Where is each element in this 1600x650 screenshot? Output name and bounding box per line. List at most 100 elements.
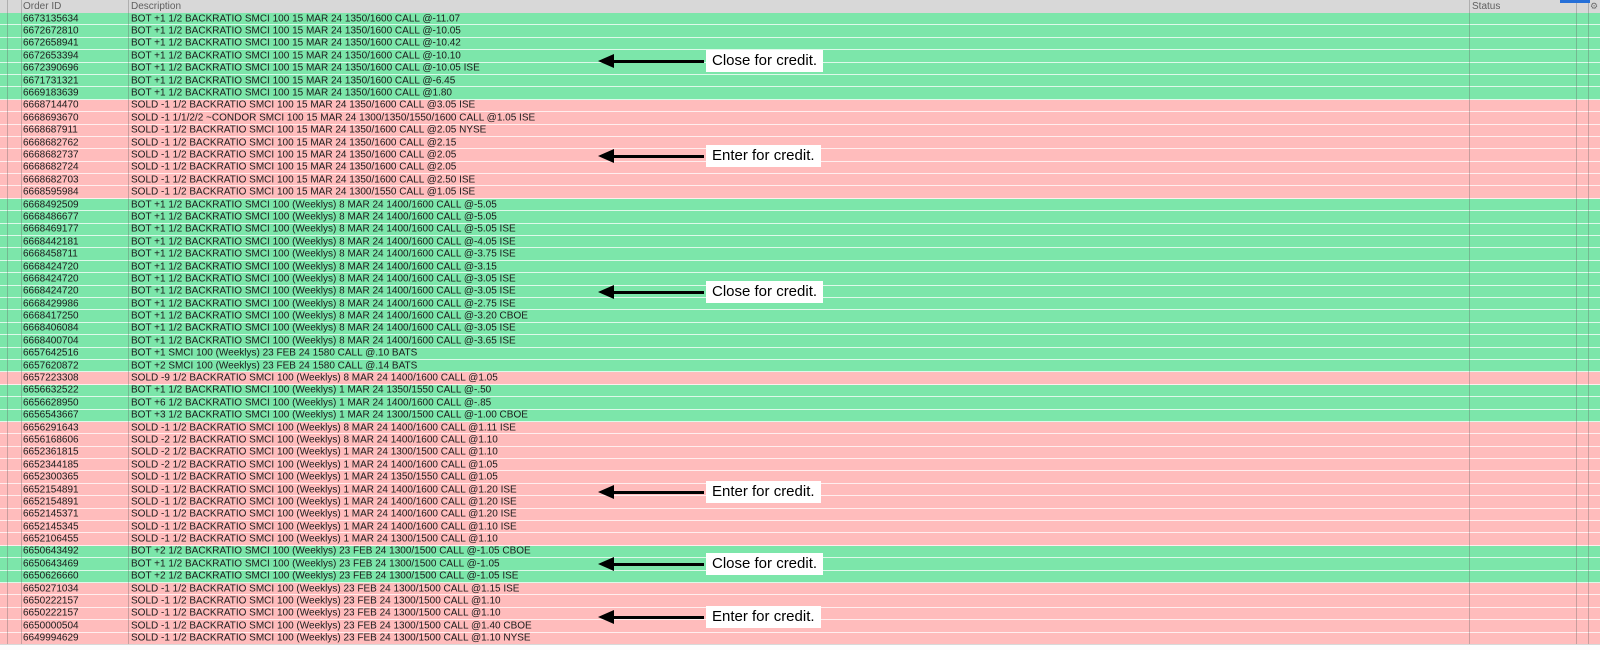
table-row[interactable]: 6668682724 SOLD -1 1/2 BACKRATIO SMCI 100… <box>0 161 1600 175</box>
cell-order-id: 6668682724 <box>23 161 79 173</box>
column-header-status[interactable]: Status <box>1472 1 1501 12</box>
table-row[interactable]: 6668693670 SOLD -1 1/1/2/2 ~CONDOR SMCI 1… <box>0 112 1600 125</box>
cell-description: SOLD -1 1/2 BACKRATIO SMCI 100 15 MAR 24… <box>131 99 476 111</box>
table-row[interactable]: 6650271034 SOLD -1 1/2 BACKRATIO SMCI 100… <box>0 582 1600 596</box>
annotation-label: Close for credit. <box>706 553 824 575</box>
cell-order-id: 6657223308 <box>23 372 79 384</box>
arrow-line <box>612 615 704 619</box>
annotation-label: Close for credit. <box>706 281 824 303</box>
column-separator <box>128 0 129 645</box>
cell-description: SOLD -1 1/2 BACKRATIO SMCI 100 (Weeklys)… <box>131 533 498 545</box>
table-row[interactable]: 6672658941 BOT +1 1/2 BACKRATIO SMCI 100 … <box>0 37 1600 51</box>
table-row[interactable]: 6668714470 SOLD -1 1/2 BACKRATIO SMCI 100… <box>0 99 1600 113</box>
cell-description: SOLD -1 1/2 BACKRATIO SMCI 100 (Weeklys)… <box>131 583 520 595</box>
cell-order-id: 6657620872 <box>23 360 79 372</box>
arrow-left-icon <box>598 557 614 571</box>
cell-description: SOLD -1 1/2 BACKRATIO SMCI 100 15 MAR 24… <box>131 137 457 149</box>
cell-order-id: 6668714470 <box>23 99 79 111</box>
cell-description: SOLD -1 1/2 BACKRATIO SMCI 100 15 MAR 24… <box>131 186 476 198</box>
cell-description: SOLD -1 1/2 BACKRATIO SMCI 100 15 MAR 24… <box>131 161 457 173</box>
cell-description: SOLD -2 1/2 BACKRATIO SMCI 100 (Weeklys)… <box>131 446 498 458</box>
cell-order-id: 6668693670 <box>23 112 79 124</box>
cell-description: SOLD -1 1/1/2/2 ~CONDOR SMCI 100 15 MAR … <box>131 112 536 124</box>
arrow-line <box>612 154 704 158</box>
cell-order-id: 6672658941 <box>23 37 79 49</box>
cell-description: SOLD -1 1/2 BACKRATIO SMCI 100 (Weeklys)… <box>131 632 531 644</box>
cell-description: SOLD -1 1/2 BACKRATIO SMCI 100 (Weeklys)… <box>131 422 516 434</box>
column-header-description[interactable]: Description <box>131 1 182 12</box>
cell-description: BOT +1 1/2 BACKRATIO SMCI 100 (Weeklys) … <box>131 223 516 235</box>
cell-order-id: 6672672810 <box>23 25 79 37</box>
cell-description: SOLD -2 1/2 BACKRATIO SMCI 100 (Weeklys)… <box>131 459 498 471</box>
table-row[interactable]: 6668687911 SOLD -1 1/2 BACKRATIO SMCI 100… <box>0 124 1600 137</box>
arrow-line <box>612 290 704 294</box>
column-separator <box>1576 0 1577 645</box>
cell-description: BOT +1 1/2 BACKRATIO SMCI 100 15 MAR 24 … <box>131 13 461 25</box>
cell-description: BOT +1 1/2 BACKRATIO SMCI 100 15 MAR 24 … <box>131 62 480 74</box>
column-separator <box>1469 0 1470 645</box>
table-row[interactable]: 6672672810 BOT +1 1/2 BACKRATIO SMCI 100 … <box>0 25 1600 38</box>
cell-order-id: 6668417250 <box>23 310 79 322</box>
column-header-order-id[interactable]: Order ID <box>23 1 62 12</box>
cell-order-id: 6652300365 <box>23 471 79 483</box>
cell-description: BOT +1 1/2 BACKRATIO SMCI 100 15 MAR 24 … <box>131 87 452 99</box>
cell-description: SOLD -1 1/2 BACKRATIO SMCI 100 (Weeklys)… <box>131 607 501 619</box>
cell-order-id: 6656628950 <box>23 397 79 409</box>
cell-description: BOT +1 1/2 BACKRATIO SMCI 100 (Weeklys) … <box>131 558 500 570</box>
cell-description: BOT +3 1/2 BACKRATIO SMCI 100 (Weeklys) … <box>131 409 528 421</box>
cell-description: SOLD -1 1/2 BACKRATIO SMCI 100 (Weeklys)… <box>131 471 498 483</box>
cell-description: SOLD -1 1/2 BACKRATIO SMCI 100 (Weeklys)… <box>131 620 532 632</box>
cell-order-id: 6669183639 <box>23 87 79 99</box>
cell-description: BOT +1 SMCI 100 (Weeklys) 23 FEB 24 1580… <box>131 347 418 359</box>
table-header: Order ID Description Status <box>0 0 1600 13</box>
arrow-left-icon <box>598 54 614 68</box>
cell-order-id: 6650271034 <box>23 583 79 595</box>
arrow-left-icon <box>598 285 614 299</box>
cell-description: BOT +1 1/2 BACKRATIO SMCI 100 15 MAR 24 … <box>131 75 456 87</box>
annotation-label: Enter for credit. <box>706 481 821 503</box>
cell-description: BOT +1 1/2 BACKRATIO SMCI 100 15 MAR 24 … <box>131 37 461 49</box>
cell-order-id: 6652145371 <box>23 508 79 520</box>
cell-description: BOT +1 1/2 BACKRATIO SMCI 100 (Weeklys) … <box>131 285 516 297</box>
cell-order-id: 6668424720 <box>23 261 79 272</box>
cell-order-id: 6652154891 <box>23 496 79 508</box>
annotation-label: Close for credit. <box>706 50 824 72</box>
cell-description: SOLD -1 1/2 BACKRATIO SMCI 100 15 MAR 24… <box>131 124 487 136</box>
table-row[interactable]: 6669183639 BOT +1 1/2 BACKRATIO SMCI 100 … <box>0 87 1600 100</box>
cell-description: BOT +1 1/2 BACKRATIO SMCI 100 (Weeklys) … <box>131 273 516 285</box>
column-separator <box>21 0 22 645</box>
cell-description: BOT +1 1/2 BACKRATIO SMCI 100 15 MAR 24 … <box>131 25 461 37</box>
cell-order-id: 6668687911 <box>23 124 78 136</box>
cell-order-id: 6668492509 <box>23 199 79 211</box>
gear-icon[interactable]: ⚙ <box>1589 1 1599 11</box>
